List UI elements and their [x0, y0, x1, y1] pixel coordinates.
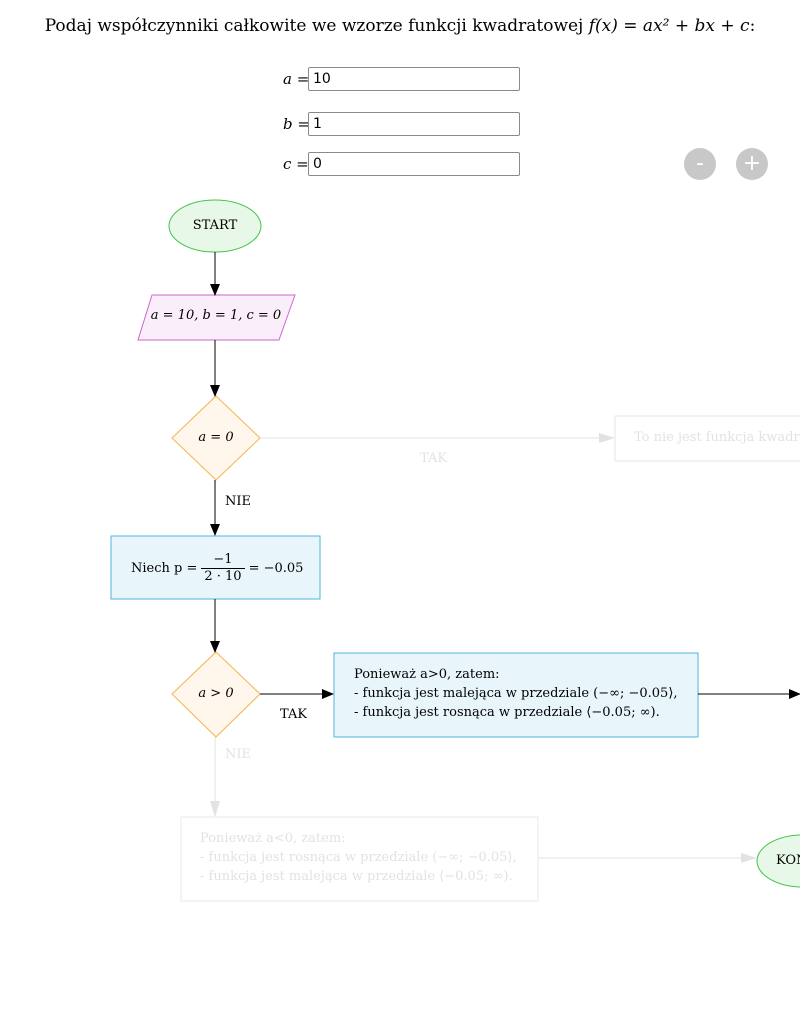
coef-c-row: c = — [283, 152, 520, 176]
positive-result-node — [333, 652, 699, 738]
decision-a-zero-node — [171, 395, 261, 481]
zoom-in-button[interactable]: + — [736, 148, 768, 180]
prompt-text: Podaj współczynniki całkowite we wzorze … — [0, 16, 800, 36]
coef-a-row: a = — [283, 67, 520, 91]
coef-b-row: b = — [283, 112, 520, 136]
coef-c-input[interactable] — [308, 152, 520, 176]
branch-nie-label-1: NIE — [225, 494, 251, 509]
p-fraction: −1 2 · 10 — [201, 551, 245, 585]
negative-title: Ponieważ a<0, zatem: — [200, 831, 346, 846]
negative-result-node — [180, 816, 539, 902]
not-quadratic-label: To nie jest funkcja kwadr — [634, 430, 800, 445]
decision-a-positive-node — [171, 651, 261, 738]
prompt-formula: f(x) = ax² + bx + c — [588, 16, 750, 36]
input-label: a = 10, b = 1, c = 0 — [150, 308, 282, 323]
negative-result-text: Ponieważ a<0, zatem: - funkcja jest rosn… — [200, 829, 517, 886]
positive-result-text: Ponieważ a>0, zatem: - funkcja jest male… — [354, 665, 678, 722]
prompt-suffix: : — [749, 16, 756, 36]
negative-line-1: - funkcja jest rosnąca w przedziale (−∞;… — [200, 850, 517, 865]
p-prefix: Niech p = — [131, 560, 198, 576]
p-numerator: −1 — [213, 551, 233, 567]
p-result: = −0.05 — [248, 560, 304, 576]
coef-b-label: b = — [283, 115, 310, 133]
end-label: KONIEC — [776, 853, 800, 868]
branch-tak-label-1: TAK — [420, 451, 448, 466]
start-label: START — [192, 218, 238, 233]
not-quadratic-node — [614, 415, 800, 462]
negative-line-2: - funkcja jest malejąca w przedziale ⟨−0… — [200, 869, 513, 884]
p-denominator: 2 · 10 — [201, 567, 245, 585]
positive-line-1: - funkcja jest malejąca w przedziale (−∞… — [354, 686, 678, 701]
end-node — [756, 834, 800, 888]
coef-c-label: c = — [283, 155, 309, 173]
input-node — [137, 294, 296, 341]
branch-nie-label-2: NIE — [225, 747, 251, 762]
coef-b-input[interactable] — [308, 112, 520, 136]
zoom-out-button[interactable]: - — [684, 148, 716, 180]
coef-a-input[interactable] — [308, 67, 520, 91]
prompt-prefix: Podaj współczynniki całkowite we wzorze … — [44, 16, 589, 36]
positive-line-2: - funkcja jest rosnąca w przedziale ⟨−0.… — [354, 705, 660, 720]
compute-p-label: Niech p = −1 2 · 10 = −0.05 — [131, 549, 303, 587]
coef-a-label: a = — [283, 70, 310, 88]
decision-a-zero-label: a = 0 — [198, 430, 234, 445]
decision-a-positive-label: a > 0 — [198, 686, 234, 701]
branch-tak-label-2: TAK — [280, 707, 308, 722]
positive-title: Ponieważ a>0, zatem: — [354, 667, 500, 682]
